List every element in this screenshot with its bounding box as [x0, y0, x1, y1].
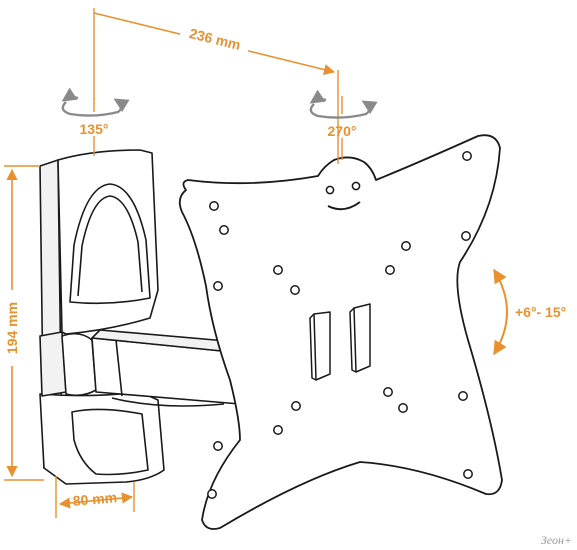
mount-hole	[209, 201, 219, 211]
wall-plate	[39, 149, 165, 485]
mount-slot	[353, 303, 371, 373]
mount-hole	[383, 387, 393, 397]
vesa-plate	[178, 134, 503, 530]
rotation-wall-swivel: 135°	[61, 87, 130, 156]
dimension-wall-plate-depth: 80 mm	[55, 476, 135, 518]
mount-slot	[313, 311, 331, 381]
dimension-wall-plate-height: 194 mm	[2, 165, 44, 481]
swivel-arrow-icon	[61, 98, 130, 117]
mount-hole	[461, 231, 471, 241]
mount-hole	[273, 425, 283, 435]
smile-logo-icon	[325, 181, 361, 211]
mount-hole	[213, 441, 223, 451]
mount-hole	[213, 281, 223, 291]
plate-rotation-label: 270°	[328, 123, 357, 139]
mount-hole	[219, 225, 229, 235]
mounting-holes	[207, 151, 473, 499]
mount-hole	[291, 401, 301, 411]
mount-hole	[398, 403, 408, 413]
swing-arm	[91, 329, 241, 407]
mount-hole	[401, 241, 411, 251]
rotation-plate: 270°	[309, 89, 378, 160]
wall-plate-depth-label: 80 mm	[72, 489, 118, 509]
wall-plate-height-label: 194 mm	[4, 302, 20, 354]
tilt-label: +6°- 15°	[515, 304, 566, 320]
mount-hole	[462, 151, 472, 161]
watermark: Зеон+	[541, 533, 572, 547]
arm-extension-label: 236 mm	[188, 25, 242, 53]
tilt-arrow-icon	[493, 268, 508, 356]
mount-hole	[273, 265, 283, 275]
mount-hole	[458, 391, 468, 401]
wall-swivel-label: 135°	[80, 121, 109, 137]
mount-hole	[385, 265, 395, 275]
rotation-arrow-icon	[309, 100, 378, 119]
mount-hole	[207, 489, 217, 499]
tilt-indicator: +6°- 15°	[493, 268, 566, 356]
dimension-arm-extension: 236 mm	[93, 8, 339, 164]
mount-hole	[463, 469, 473, 479]
mounting-slots	[309, 303, 371, 381]
mount-hole	[290, 285, 300, 295]
vesa-plate-outline	[178, 134, 503, 530]
